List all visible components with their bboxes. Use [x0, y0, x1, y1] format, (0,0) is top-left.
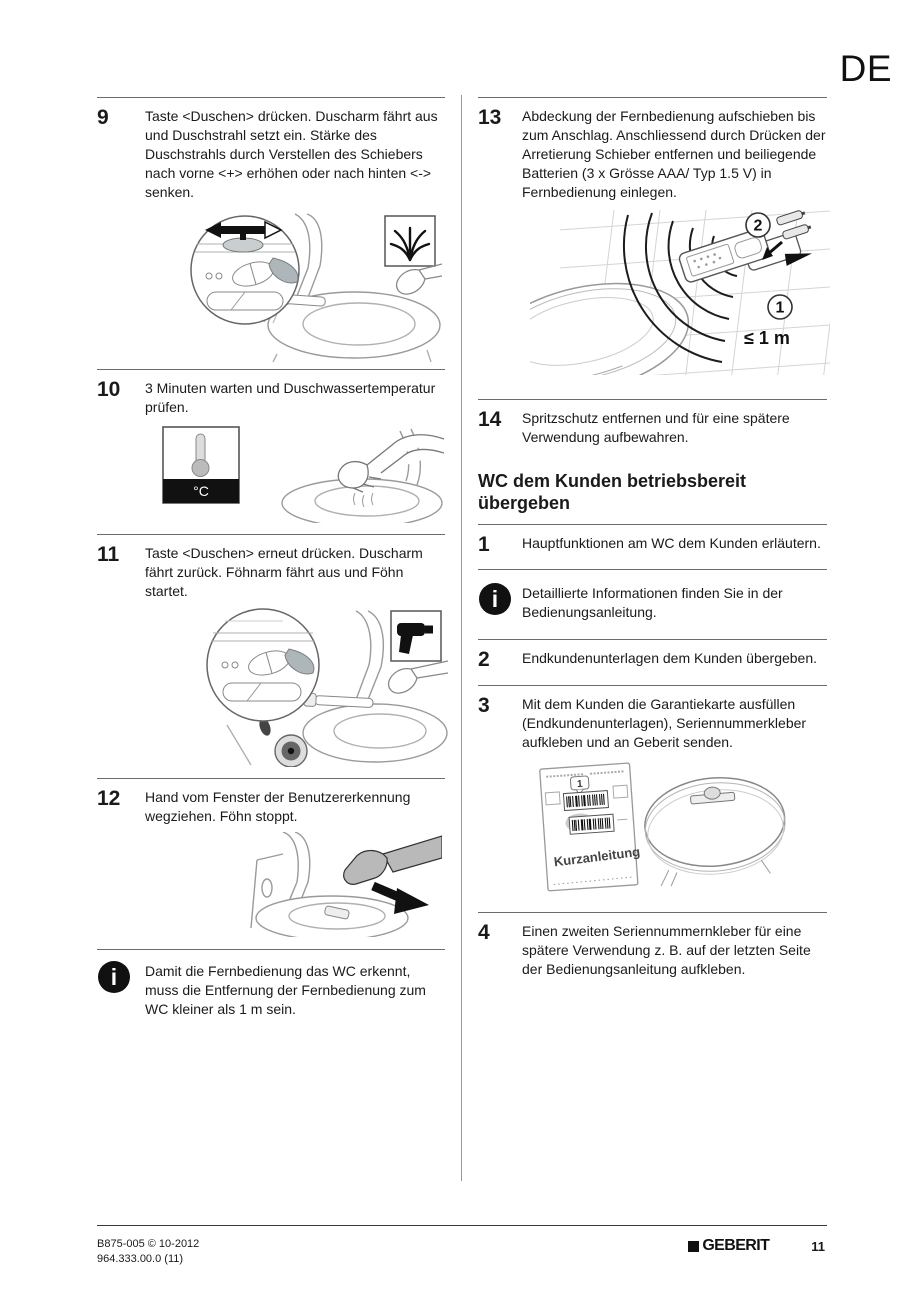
step-text: Mit dem Kunden die Garantiekarte ausfüll…	[522, 696, 807, 750]
step-10-section: 10 3 Minuten warten und Duschwassertempe…	[97, 369, 445, 523]
step-number: 12	[97, 787, 121, 810]
column-divider	[461, 95, 462, 1181]
page-footer: B875-005 © 10-2012 964.333.00.0 (11) GEB…	[97, 1225, 827, 1267]
callout-1: 1	[767, 294, 793, 320]
svg-text:1: 1	[776, 300, 785, 317]
hairdryer-icon	[390, 610, 442, 662]
step-9-section: 9 Taste <Duschen> drücken. Duscharm fähr…	[97, 97, 445, 362]
toilet-lid	[644, 777, 786, 887]
step-number: 13	[478, 106, 502, 129]
shower-spray-icon	[384, 215, 436, 267]
step-text: Einen zweiten Seriennummernkleber für ei…	[522, 923, 811, 977]
hand	[395, 263, 442, 295]
hand	[337, 434, 444, 493]
slide-arrow-icon	[784, 253, 813, 266]
knob	[274, 734, 308, 767]
note-text: Damit die Fernbedienung das WC erkennt, …	[145, 963, 426, 1017]
step-13-section: 13 Abdeckung der Fernbedienung aufschieb…	[478, 97, 830, 375]
thermometer-icon: °C	[162, 426, 240, 504]
doc-code: B875-005 © 10-2012	[97, 1238, 200, 1250]
step-number: 4	[478, 921, 490, 944]
step-12-section: 12 Hand vom Fenster der Benutzererkennun…	[97, 778, 445, 937]
step-number: 10	[97, 378, 121, 401]
insert-arrow-icon	[762, 247, 773, 260]
right-column: 13 Abdeckung der Fernbedienung aufschieb…	[478, 97, 830, 979]
note-text: Detaillierte Informationen finden Sie in…	[522, 585, 783, 620]
step-text: Hauptfunktionen am WC dem Kunden erläute…	[522, 535, 821, 551]
remote-control	[678, 228, 813, 283]
info-icon: i	[98, 961, 130, 993]
step-number: 9	[97, 106, 109, 129]
svg-text:i: i	[111, 964, 117, 990]
step-3-documents-illustration: 1 Kurzanleitung	[539, 762, 786, 892]
serial-sticker	[568, 813, 615, 835]
step-14-section: 14 Spritzschutz entfernen und für eine s…	[478, 399, 827, 514]
step-number: 3	[478, 694, 490, 717]
handover-step-2-section: 2 Endkundenunterlagen dem Kunden übergeb…	[478, 639, 827, 685]
booklet: 1 Kurzanleitung	[539, 762, 641, 892]
handover-step-4-section: 4 Einen zweiten Seriennummernkleber für …	[478, 912, 827, 979]
brand-name: GEBERIT	[702, 1237, 770, 1254]
step-number: 14	[478, 408, 502, 431]
temperature-unit-label: °C	[193, 483, 209, 499]
step-number: 2	[478, 648, 490, 671]
hand	[343, 835, 442, 885]
step-text: Endkundenunterlagen dem Kunden übergeben…	[522, 650, 818, 666]
callout-bubble: 1	[569, 775, 590, 796]
article-number: 964.333.00.0 (11)	[97, 1253, 184, 1265]
step-11-dryer-illustration	[206, 608, 448, 767]
step-number: 11	[97, 543, 120, 566]
left-column: 9 Taste <Duschen> drücken. Duscharm fähr…	[97, 97, 448, 1019]
step-text: Abdeckung der Fernbedienung aufschieben …	[522, 108, 826, 200]
step-text: Hand vom Fenster der Benutzererkennung w…	[145, 789, 411, 824]
control-panel-magnifier	[206, 608, 320, 722]
step-number: 1	[478, 533, 490, 556]
distance-label: ≤ 1 m	[744, 328, 790, 348]
toilet	[530, 282, 690, 375]
batteries	[762, 210, 812, 260]
step-text: Taste <Duschen> drücken. Duscharm fährt …	[145, 108, 438, 200]
page-number: 11	[811, 1238, 825, 1254]
svg-text:1: 1	[577, 779, 584, 790]
info-note: i Damit die Fernbedienung das WC erkennt…	[97, 949, 445, 1019]
logo-square-icon	[688, 1240, 700, 1252]
handover-step-1-section: 1 Hauptfunktionen am WC dem Kunden erläu…	[478, 524, 827, 569]
step-10-temperature-check-illustration: °C	[162, 426, 444, 523]
info-note: i Detaillierte Informationen finden Sie …	[478, 569, 827, 639]
hand	[387, 660, 448, 694]
step-13-remote-battery-illustration: 2 1 ≤ 1 m	[530, 210, 830, 375]
svg-text:2: 2	[754, 218, 763, 235]
control-panel-magnifier	[190, 215, 300, 325]
language-code: DE	[839, 48, 892, 89]
step-12-hand-away-illustration	[250, 832, 442, 937]
info-icon: i	[479, 583, 511, 615]
callout-2: 2	[745, 212, 771, 238]
serial-sticker	[562, 790, 610, 812]
step-text: Spritzschutz entfernen und für eine spät…	[522, 410, 790, 445]
slider-arrow-icon	[205, 220, 283, 253]
geberit-logo: GEBERIT	[688, 1237, 770, 1255]
handover-step-3-section: 3 Mit dem Kunden die Garantiekarte ausfü…	[478, 685, 827, 900]
step-9-toilet-shower-illustration	[190, 213, 442, 362]
section-heading: WC dem Kunden betriebsbereit übergeben	[478, 471, 747, 513]
step-text: Taste <Duschen> erneut drücken. Duscharm…	[145, 545, 423, 599]
step-11-section: 11 Taste <Duschen> erneut drücken. Dusch…	[97, 534, 448, 767]
arrow-away-icon	[371, 881, 429, 914]
step-text: 3 Minuten warten und Duschwassertemperat…	[145, 380, 436, 415]
svg-text:i: i	[492, 586, 498, 612]
